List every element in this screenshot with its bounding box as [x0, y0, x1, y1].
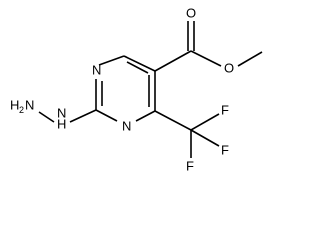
atom-nh-n: N — [57, 106, 66, 121]
bond-n1-c6 — [98, 55, 125, 66]
bond-cf3-fa — [190, 113, 220, 131]
atom-f-c: F — [186, 159, 194, 174]
bond-c2-nh — [69, 109, 97, 123]
atom-nh2-n: N — [25, 98, 34, 113]
atom-n1: N — [92, 63, 101, 78]
bond-c5-ccarbonyl — [154, 50, 192, 72]
methyl-ester — [154, 21, 263, 72]
bond-n1-c6-inner — [126, 61, 149, 74]
atom-n3: N — [122, 119, 131, 134]
bond-cf3-fb — [190, 129, 220, 147]
trifluoromethyl — [154, 110, 220, 158]
atom-f-b: F — [221, 143, 229, 158]
atom-nh2-h: H — [10, 98, 19, 113]
bond-o-methyl — [237, 51, 263, 67]
atom-o-carbonyl: O — [186, 6, 196, 21]
bond-c4-cf3 — [154, 110, 192, 131]
atom-o-ester: O — [224, 61, 234, 76]
bond-c4-n3 — [135, 110, 156, 122]
bond-n3-c2 — [95, 109, 118, 122]
bond-nh-nh2 — [38, 111, 55, 123]
bond-c6-c5 — [123, 55, 156, 72]
hydrazino-group — [38, 109, 97, 123]
bond-c-o-ester — [190, 50, 222, 67]
atom-f-a: F — [221, 103, 229, 118]
chemical-structure: N N O O F F F H N H 2 N — [10, 6, 263, 174]
atom-nh2-subscript: 2 — [19, 105, 24, 115]
pyrimidine-ring — [95, 55, 156, 122]
atom-nh-h: H — [57, 117, 66, 132]
